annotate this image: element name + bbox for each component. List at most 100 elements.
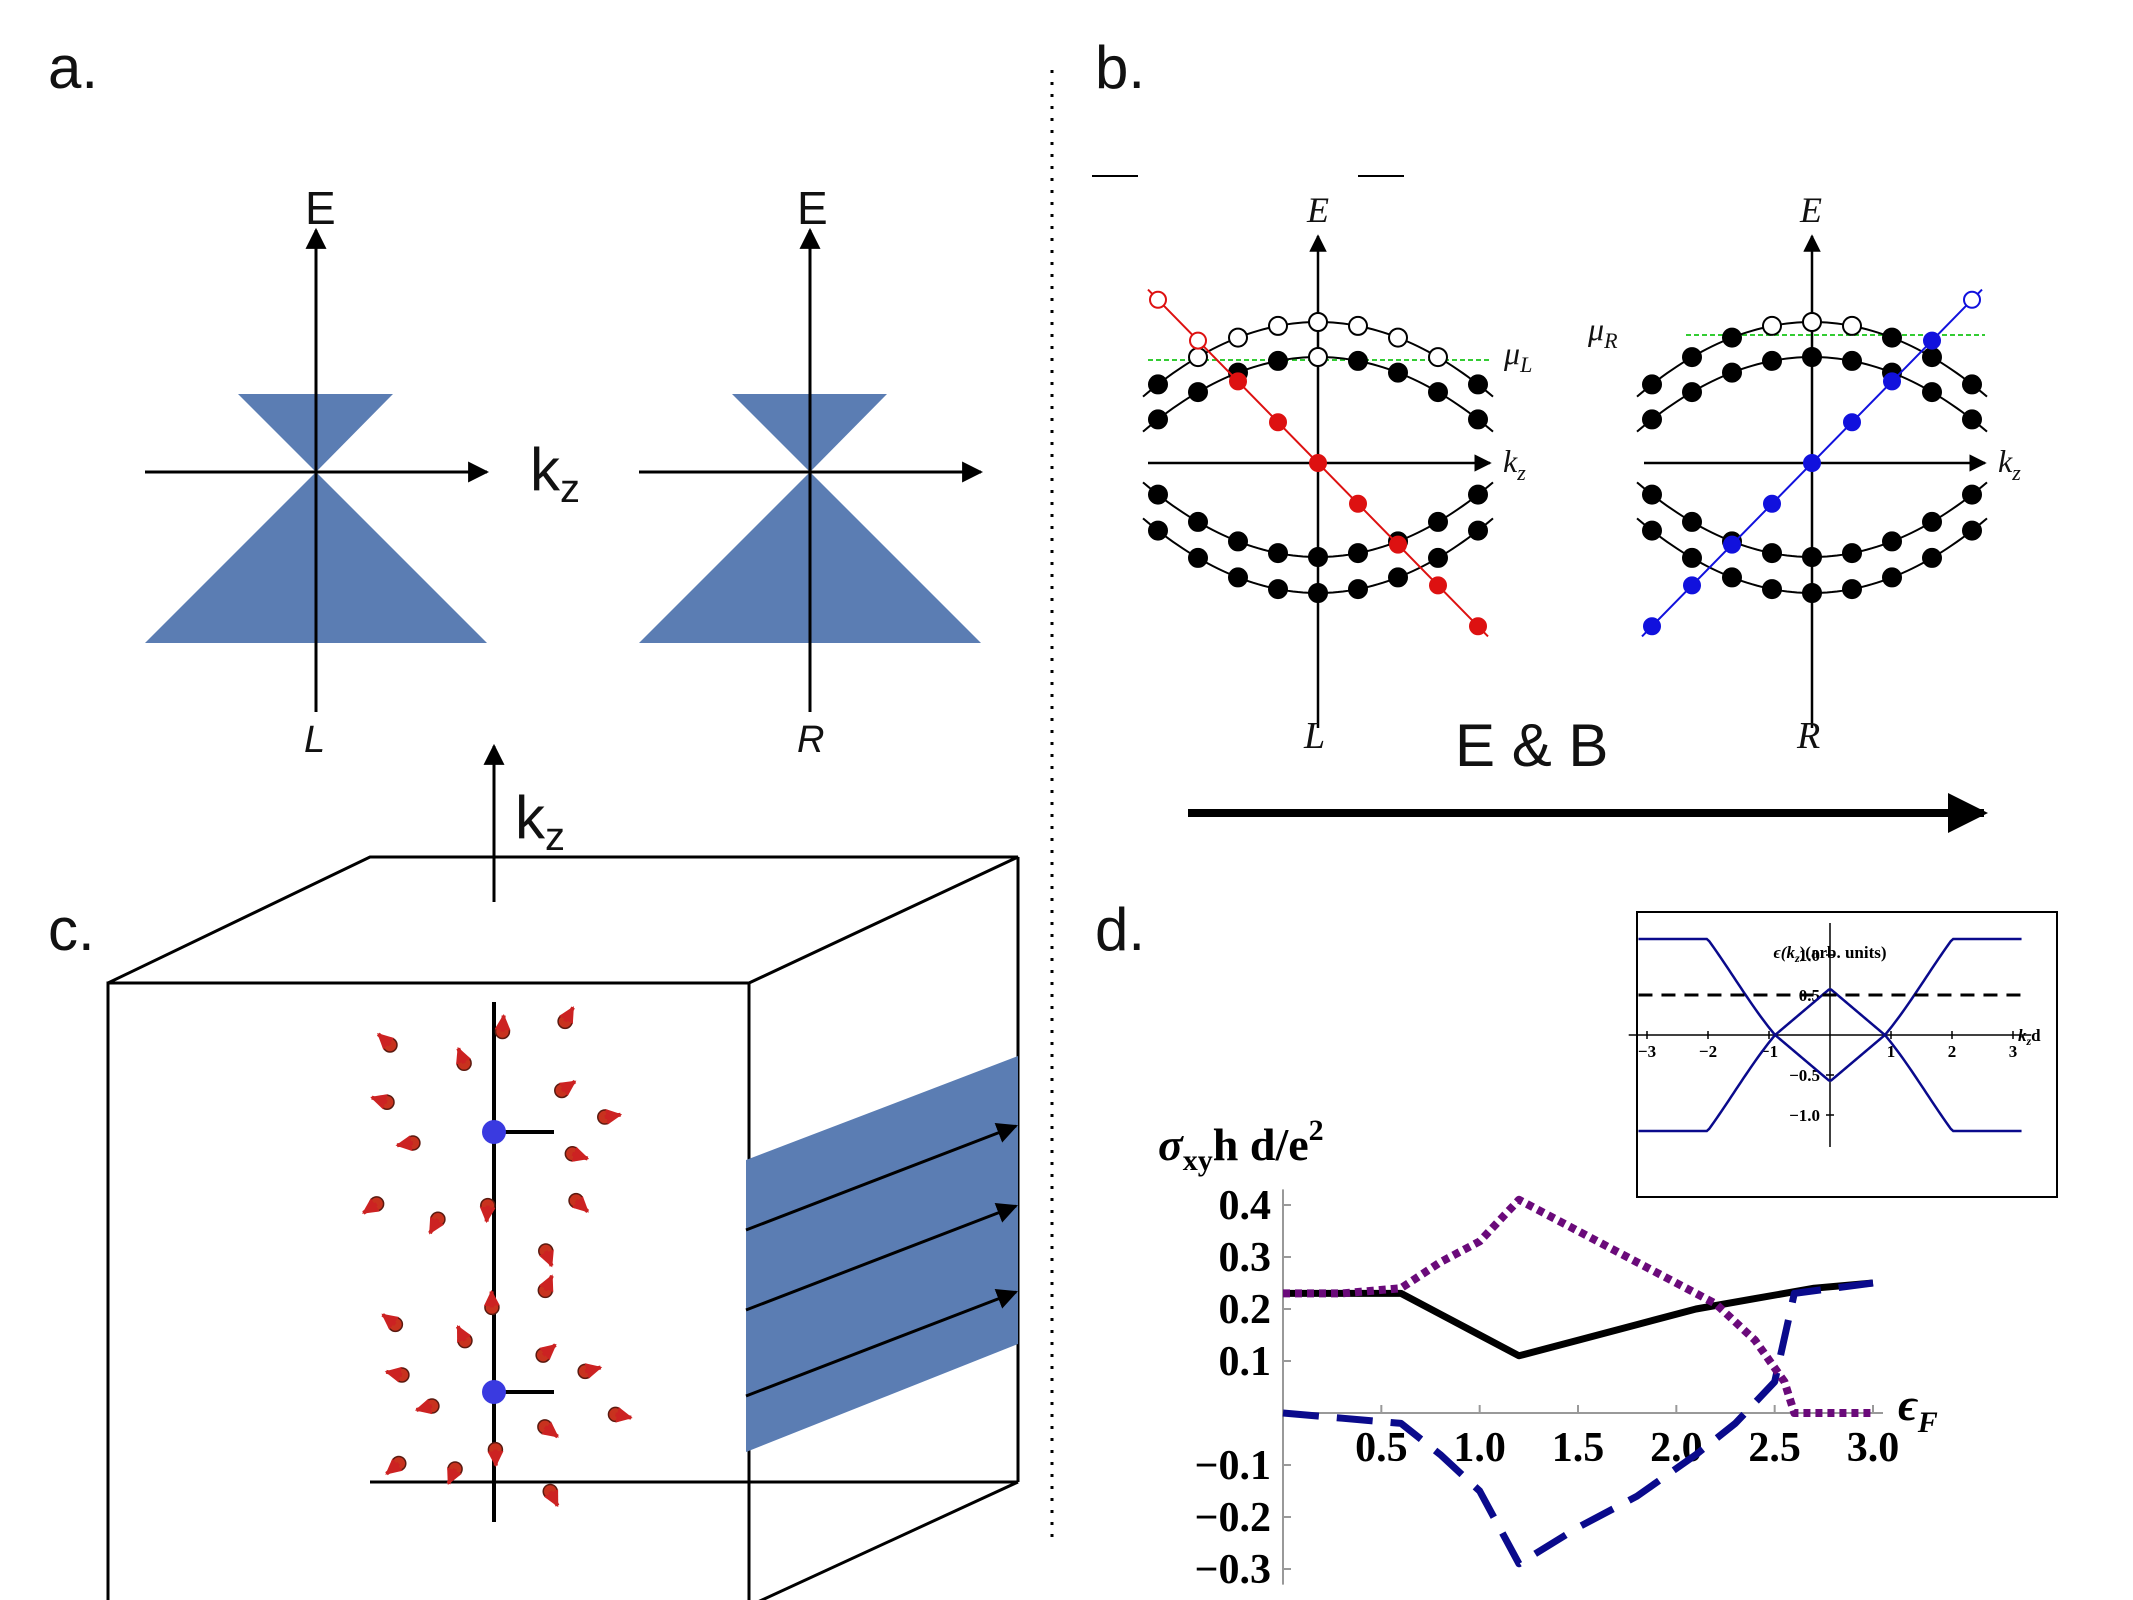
valence-band-1-state (1962, 520, 1982, 541)
mu-left-label: μL (1503, 335, 1532, 377)
valence-band-0-state (1228, 531, 1248, 552)
valence-band-1-state (1642, 520, 1662, 541)
chiral-state (1963, 290, 1981, 309)
node-label-b-right: R (1796, 715, 1820, 757)
conduction-band-0-state (1188, 347, 1208, 368)
inset-frame (1636, 911, 2058, 1198)
weyl-node (482, 1120, 506, 1144)
valence-band-0-state (1962, 484, 1982, 505)
berry-arrow (538, 1274, 554, 1293)
panel-b: b. E kz μL L E kz μR R E & B (1092, 34, 2021, 833)
node-label-right: R (797, 719, 824, 761)
valence-band-1-state (1148, 520, 1168, 541)
valence-band-1-state (1722, 567, 1742, 588)
node-label-left: L (304, 719, 325, 761)
x-axis-label: ϵF (1898, 1379, 1938, 1439)
x-tick-label: 3.0 (1847, 1425, 1900, 1471)
kz-label-c: kz (515, 784, 565, 859)
y-tick-label: −0.2 (1195, 1495, 1271, 1541)
berry-arrow (538, 1249, 554, 1268)
panel-c-label: c. (48, 896, 95, 963)
chiral-state (1723, 535, 1741, 554)
valence-band-1-state (1882, 567, 1902, 588)
conduction-band-0-state (1802, 312, 1822, 332)
valence-band-1-state (1428, 547, 1448, 568)
inset-y-tick-label: 1.0 (1799, 946, 1820, 965)
panel-a-label: a. (48, 34, 98, 101)
panel-a: a. E L kz E R (48, 34, 984, 761)
band-structure-right (1636, 288, 1988, 638)
panel-b-label: b. (1095, 34, 1145, 101)
surface-state-sheet (746, 1056, 1018, 1452)
x-tick-label: 1.0 (1453, 1425, 1506, 1471)
chiral-state (1643, 617, 1661, 636)
energy-label-left: E (305, 182, 336, 234)
valence-band-0-state (1148, 484, 1168, 505)
berry-arrow (376, 1032, 395, 1050)
conduction-band-0-state (1922, 347, 1942, 368)
inset-band-lower (1638, 1033, 2022, 1133)
valence-band-0-state (1468, 484, 1488, 505)
berry-arrow (446, 1467, 462, 1486)
conduction-band-0-state (1882, 327, 1902, 348)
valence-band-1-state (1388, 567, 1408, 588)
y-tick-label: −0.1 (1195, 1443, 1271, 1489)
conduction-band-1-state (1962, 409, 1982, 430)
chiral-state (1229, 372, 1247, 391)
berry-arrow (571, 1195, 590, 1213)
energy-label-b-left: E (1306, 190, 1329, 230)
conduction-band-1-state (1268, 350, 1288, 371)
chiral-state (1349, 494, 1367, 513)
valence-band-0-state (1762, 543, 1782, 564)
panel-c: c. kz (48, 743, 1020, 1600)
conduction-band-1-state (1722, 362, 1742, 383)
y-tick-label: 0.2 (1219, 1287, 1272, 1333)
conduction-band-1-state (1842, 350, 1862, 371)
inset-x-tick-label: −2 (1699, 1042, 1717, 1061)
valence-band-0-state (1922, 511, 1942, 532)
chiral-state (1469, 617, 1487, 636)
chiral-state (1683, 576, 1701, 595)
conduction-band-0-state (1962, 374, 1982, 395)
conduction-band-0-state (1308, 312, 1328, 332)
conduction-band-1-state (1428, 382, 1448, 403)
berry-arrow (428, 1216, 445, 1235)
valence-band-1-state (1348, 579, 1368, 600)
conduction-band-0-state (1148, 374, 1168, 395)
valence-band-1-state (1268, 579, 1288, 600)
conduction-band-0-state (1762, 315, 1782, 336)
valence-band-0-state (1268, 543, 1288, 564)
y-tick-label: −0.3 (1195, 1547, 1271, 1593)
valence-band-1-state (1468, 520, 1488, 541)
y-tick-label: 0.1 (1219, 1339, 1272, 1385)
berry-arrow (479, 1205, 496, 1224)
conduction-band-1-state (1348, 350, 1368, 371)
chiral-state (1309, 454, 1327, 472)
conduction-band-0-state (1842, 315, 1862, 336)
x-tick-label: 2.5 (1748, 1425, 1801, 1471)
conduction-band-1-state (1682, 382, 1702, 403)
conduction-band-1-state (1388, 362, 1408, 383)
berry-arrow (414, 1398, 433, 1415)
inset-title: ϵ(kz)(arb. units) (1773, 943, 1886, 965)
conduction-band-1-state (1148, 409, 1168, 430)
inset-x-tick-label: 3 (2009, 1042, 2018, 1061)
berry-arrow (384, 1366, 403, 1383)
series-solid (1283, 1279, 1874, 1360)
node-label-b-left: L (1303, 715, 1325, 757)
berry-arrow (539, 1343, 557, 1361)
berry-arrow (604, 1108, 623, 1125)
conduction-band-1-state (1922, 382, 1942, 403)
conduction-band-1-state (1642, 409, 1662, 430)
conduction-band-1-state (1308, 347, 1328, 367)
berry-arrow (456, 1046, 471, 1065)
valence-band-1-state (1842, 579, 1862, 600)
field-label: E & B (1455, 712, 1608, 779)
chiral-state (1763, 494, 1781, 513)
valence-band-1-state (1922, 547, 1942, 568)
conduction-band-1-state (1188, 382, 1208, 403)
y-tick-label: 0.4 (1219, 1183, 1272, 1229)
x-tick-label: 2.0 (1650, 1425, 1703, 1471)
